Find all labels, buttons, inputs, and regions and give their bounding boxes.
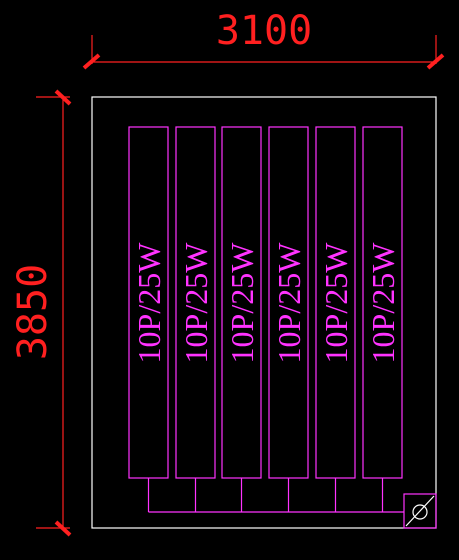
width-tick-left xyxy=(82,53,101,70)
panel: 10P/25W xyxy=(268,126,309,479)
panel: 10P/25W xyxy=(175,126,216,479)
junction-box-frame xyxy=(403,493,437,529)
panel-label: 10P/25W xyxy=(131,242,167,364)
circle-slash-icon xyxy=(403,493,437,529)
panel-label: 10P/25W xyxy=(178,242,214,364)
panel: 10P/25W xyxy=(221,126,262,479)
junction-box-slash xyxy=(405,495,435,527)
room-outline xyxy=(91,96,437,529)
panel: 10P/25W xyxy=(315,126,356,479)
height-label: 3850 xyxy=(10,264,56,360)
width-dimension: 3100 xyxy=(82,8,445,70)
height-dimension: 3850 xyxy=(10,89,72,537)
wiring xyxy=(147,478,404,513)
panel: 10P/25W xyxy=(128,126,169,479)
width-label: 3100 xyxy=(216,8,312,54)
panel-label: 10P/25W xyxy=(318,242,354,364)
panel: 10P/25W xyxy=(362,126,403,479)
height-tick-bottom xyxy=(54,520,72,537)
width-tick-right xyxy=(426,53,445,70)
junction-box-circle xyxy=(412,504,428,520)
height-tick-top xyxy=(54,89,72,106)
panel-label: 10P/25W xyxy=(271,242,307,364)
panel-label: 10P/25W xyxy=(365,242,401,364)
panel-label: 10P/25W xyxy=(224,242,260,364)
heating-panels: 10P/25W 10P/25W 10P/25W 10P/25W 10P/25W … xyxy=(128,126,403,479)
